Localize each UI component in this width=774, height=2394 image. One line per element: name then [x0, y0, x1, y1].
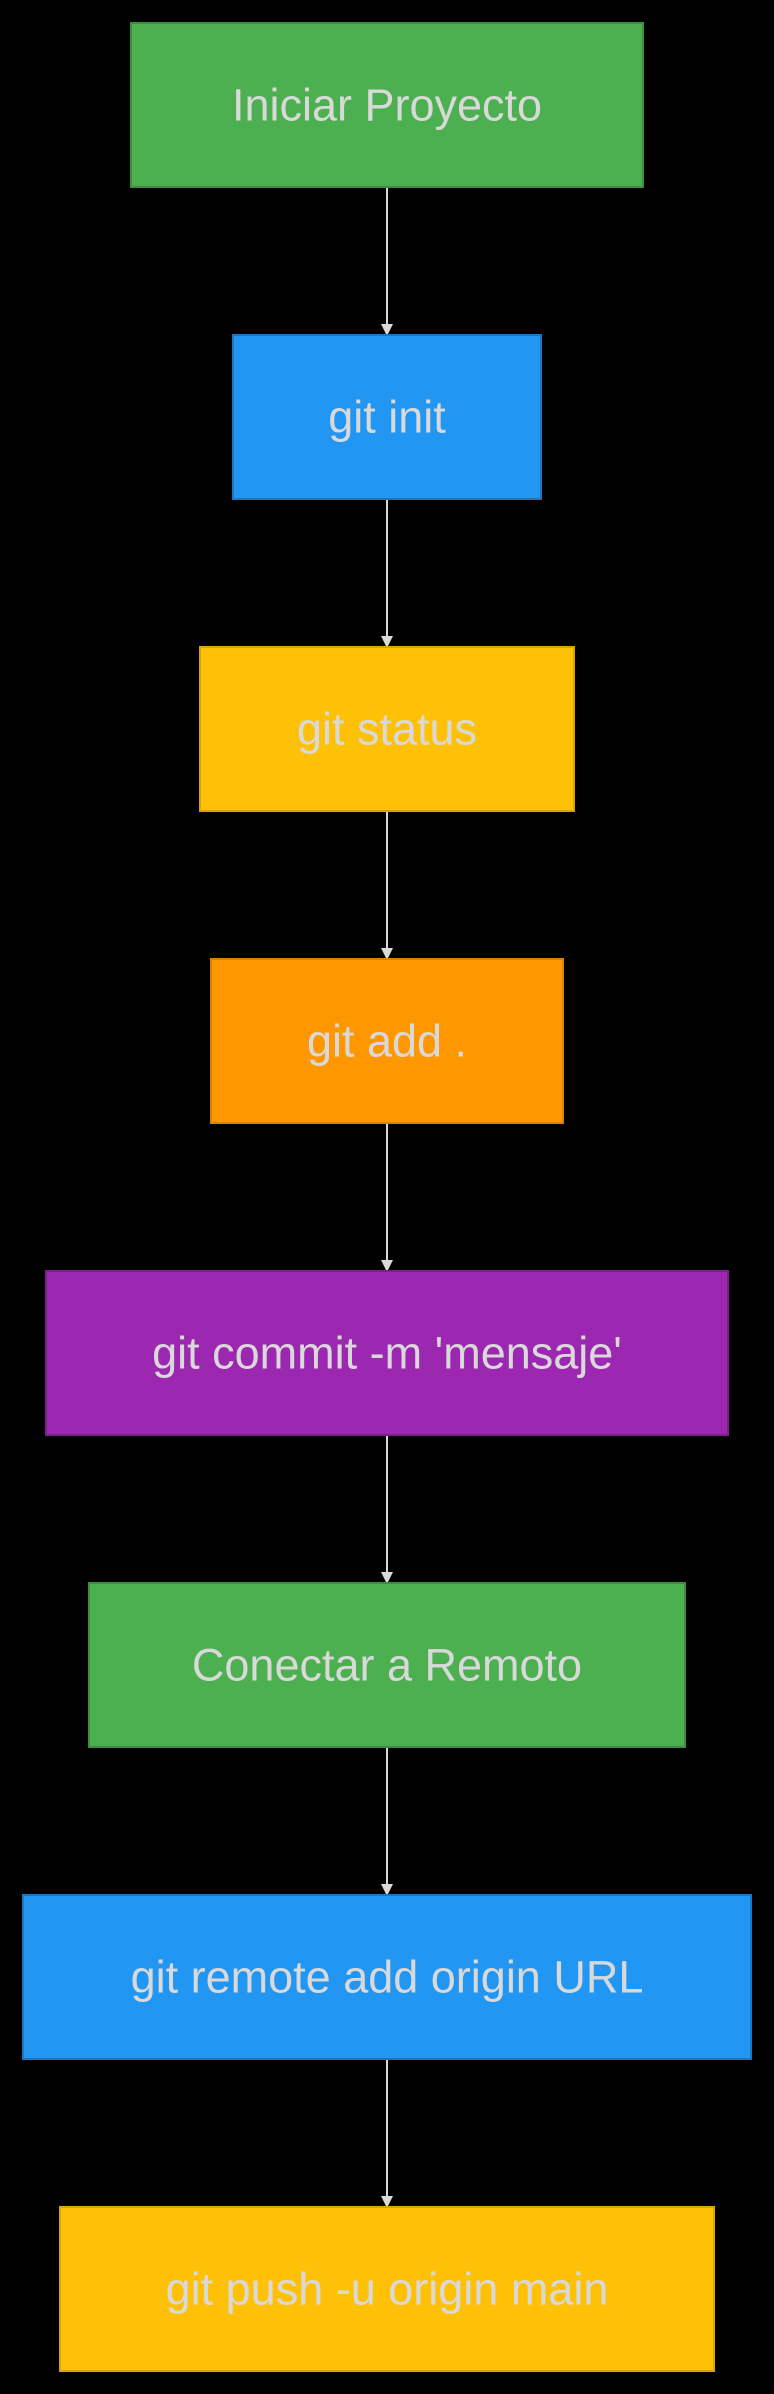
node-box [88, 1582, 686, 1748]
node-label: git commit -m 'mensaje' [152, 1328, 622, 1379]
node-box [232, 334, 542, 500]
node-label: git push -u origin main [166, 2264, 609, 2315]
node-label: Iniciar Proyecto [232, 80, 542, 131]
node-box [210, 958, 564, 1124]
node-label: git add . [307, 1016, 467, 1067]
node-git-commit: git commit -m 'mensaje' [45, 1270, 729, 1436]
node-conectar-a-remoto: Conectar a Remoto [88, 1582, 686, 1748]
node-git-remote-add: git remote add origin URL [22, 1894, 752, 2060]
node-box [199, 646, 575, 812]
node-box [45, 1270, 729, 1436]
node-iniciar-proyecto: Iniciar Proyecto [130, 22, 644, 188]
node-label: git remote add origin URL [131, 1952, 644, 2003]
node-git-add: git add . [210, 958, 564, 1124]
node-git-init: git init [232, 334, 542, 500]
node-label: git status [297, 704, 477, 755]
node-git-push: git push -u origin main [59, 2206, 715, 2372]
node-git-status: git status [199, 646, 575, 812]
node-box [59, 2206, 715, 2372]
flowchart-nodes: Iniciar Proyecto git init git status git… [22, 22, 752, 2372]
node-label: git init [328, 392, 446, 443]
node-label: Conectar a Remoto [192, 1640, 582, 1691]
node-box [130, 22, 644, 188]
node-box [22, 1894, 752, 2060]
